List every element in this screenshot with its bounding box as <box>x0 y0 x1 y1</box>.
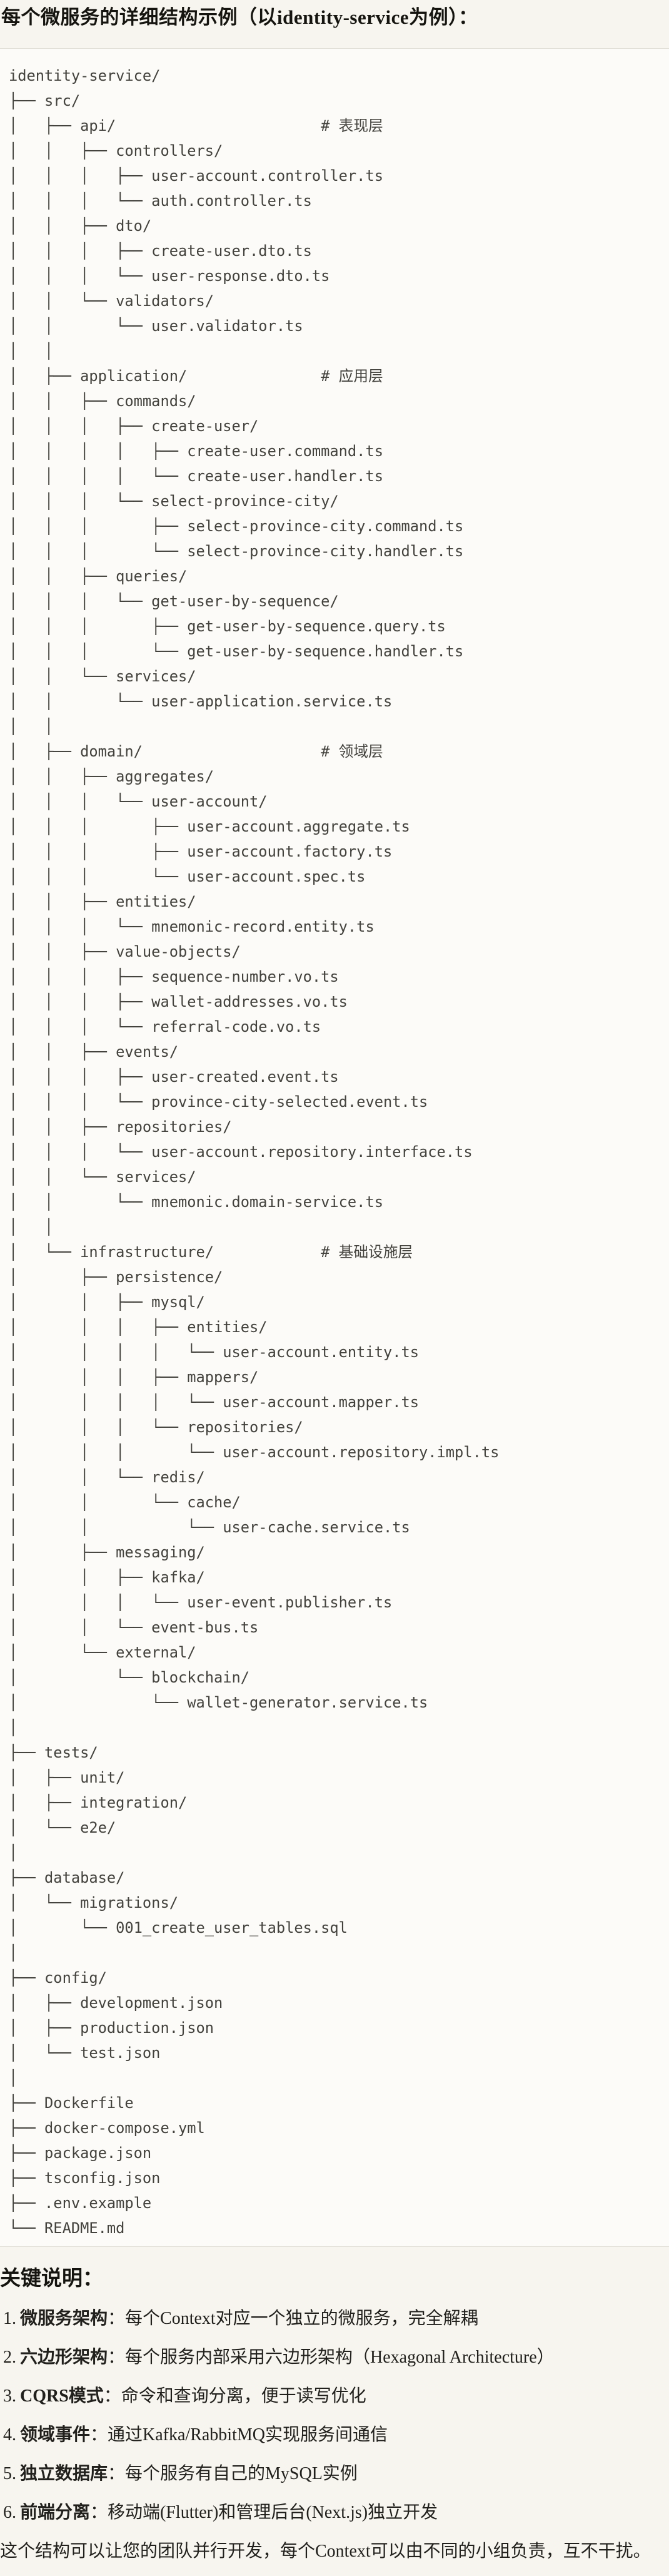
note-item: 5.独立数据库：每个服务有自己的MySQL实例 <box>0 2462 669 2486</box>
note-number: 6. <box>3 2503 16 2522</box>
page-title: 每个微服务的详细结构示例（以identity-service为例）： <box>1 6 478 28</box>
note-text: ：命令和查询分离，便于读写优化 <box>103 2386 366 2406</box>
note-item: 2.六边形架构：每个服务内部采用六边形架构（Hexagonal Architec… <box>0 2346 669 2370</box>
note-item: 3.CQRS模式：命令和查询分离，便于读写优化 <box>0 2385 669 2408</box>
file-tree-code-block: identity-service/ ├── src/ │ ├── api/ # … <box>0 48 669 2247</box>
note-item: 6.前端分离：移动端(Flutter)和管理后台(Next.js)独立开发 <box>0 2501 669 2525</box>
note-text: ：每个服务有自己的MySQL实例 <box>108 2464 358 2483</box>
note-item: 4.领域事件：通过Kafka/RabbitMQ实现服务间通信 <box>0 2423 669 2447</box>
note-number: 5. <box>3 2464 16 2483</box>
note-item: 1.微服务架构：每个Context对应一个独立的微服务，完全解耦 <box>0 2307 669 2331</box>
note-label: 独立数据库 <box>20 2464 108 2483</box>
note-text: ：移动端(Flutter)和管理后台(Next.js)独立开发 <box>90 2503 438 2522</box>
key-notes-heading: 关键说明： <box>0 2268 103 2290</box>
note-label: 领域事件 <box>20 2425 91 2445</box>
file-tree: identity-service/ ├── src/ │ ├── api/ # … <box>9 67 500 2237</box>
note-number: 4. <box>3 2425 16 2445</box>
note-text: ：每个Context对应一个独立的微服务，完全解耦 <box>108 2309 478 2328</box>
key-notes-list: 1.微服务架构：每个Context对应一个独立的微服务，完全解耦 2.六边形架构… <box>0 2307 669 2525</box>
note-number: 1. <box>3 2309 16 2328</box>
note-text: ：每个服务内部采用六边形架构（Hexagonal Architecture） <box>108 2348 555 2367</box>
note-label: 前端分离 <box>20 2503 91 2522</box>
summary-paragraph: 这个结构可以让您的团队并行开发，每个Context可以由不同的小组负责，互不干扰… <box>0 2542 651 2561</box>
note-number: 3. <box>3 2386 16 2406</box>
note-label: 六边形架构 <box>20 2348 108 2367</box>
note-number: 2. <box>3 2348 16 2367</box>
note-label: 微服务架构 <box>20 2309 108 2328</box>
note-text: ：通过Kafka/RabbitMQ实现服务间通信 <box>90 2425 388 2445</box>
note-label: CQRS模式 <box>20 2386 104 2406</box>
